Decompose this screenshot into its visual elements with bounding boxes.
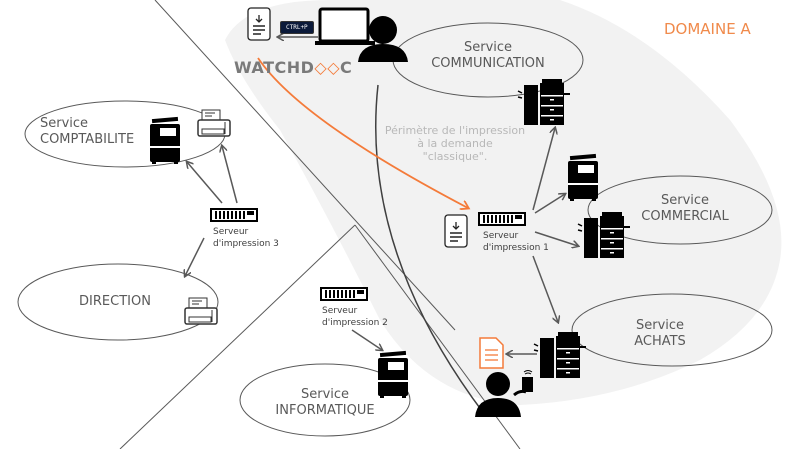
print-job-queue-icon [444, 214, 468, 248]
domain-label: DOMAINE A [664, 20, 751, 38]
copier-achats-icon [533, 331, 587, 379]
copier-comptabilite-icon [150, 116, 180, 164]
ellipse-achats [571, 293, 773, 367]
ctrl-p-shortcut: CTRL+P [280, 21, 314, 34]
ellipse-informatique [239, 363, 411, 437]
released-document-icon [479, 337, 504, 369]
laptop-icon [315, 7, 375, 45]
ellipse-direction [17, 263, 219, 341]
divider-line-3 [119, 224, 356, 449]
user-badge-icon [475, 370, 533, 417]
server-3-icon [210, 208, 258, 222]
printer-comptabilite-icon [197, 109, 231, 137]
user-path-line [375, 84, 485, 415]
service-direction-label: DIRECTION [79, 294, 151, 309]
print-job-icon [247, 7, 271, 41]
server-1-icon [478, 212, 526, 226]
watchdoc-logo: WATCHD◇◇C [234, 58, 353, 77]
ellipse-commercial [587, 175, 773, 245]
copier-communication-icon [517, 78, 571, 126]
printer-direction-icon [184, 297, 218, 325]
user-icon [358, 16, 408, 62]
server-2-icon [320, 287, 368, 301]
domain-a-area [225, 0, 782, 405]
print-flow-arrow [257, 57, 468, 208]
